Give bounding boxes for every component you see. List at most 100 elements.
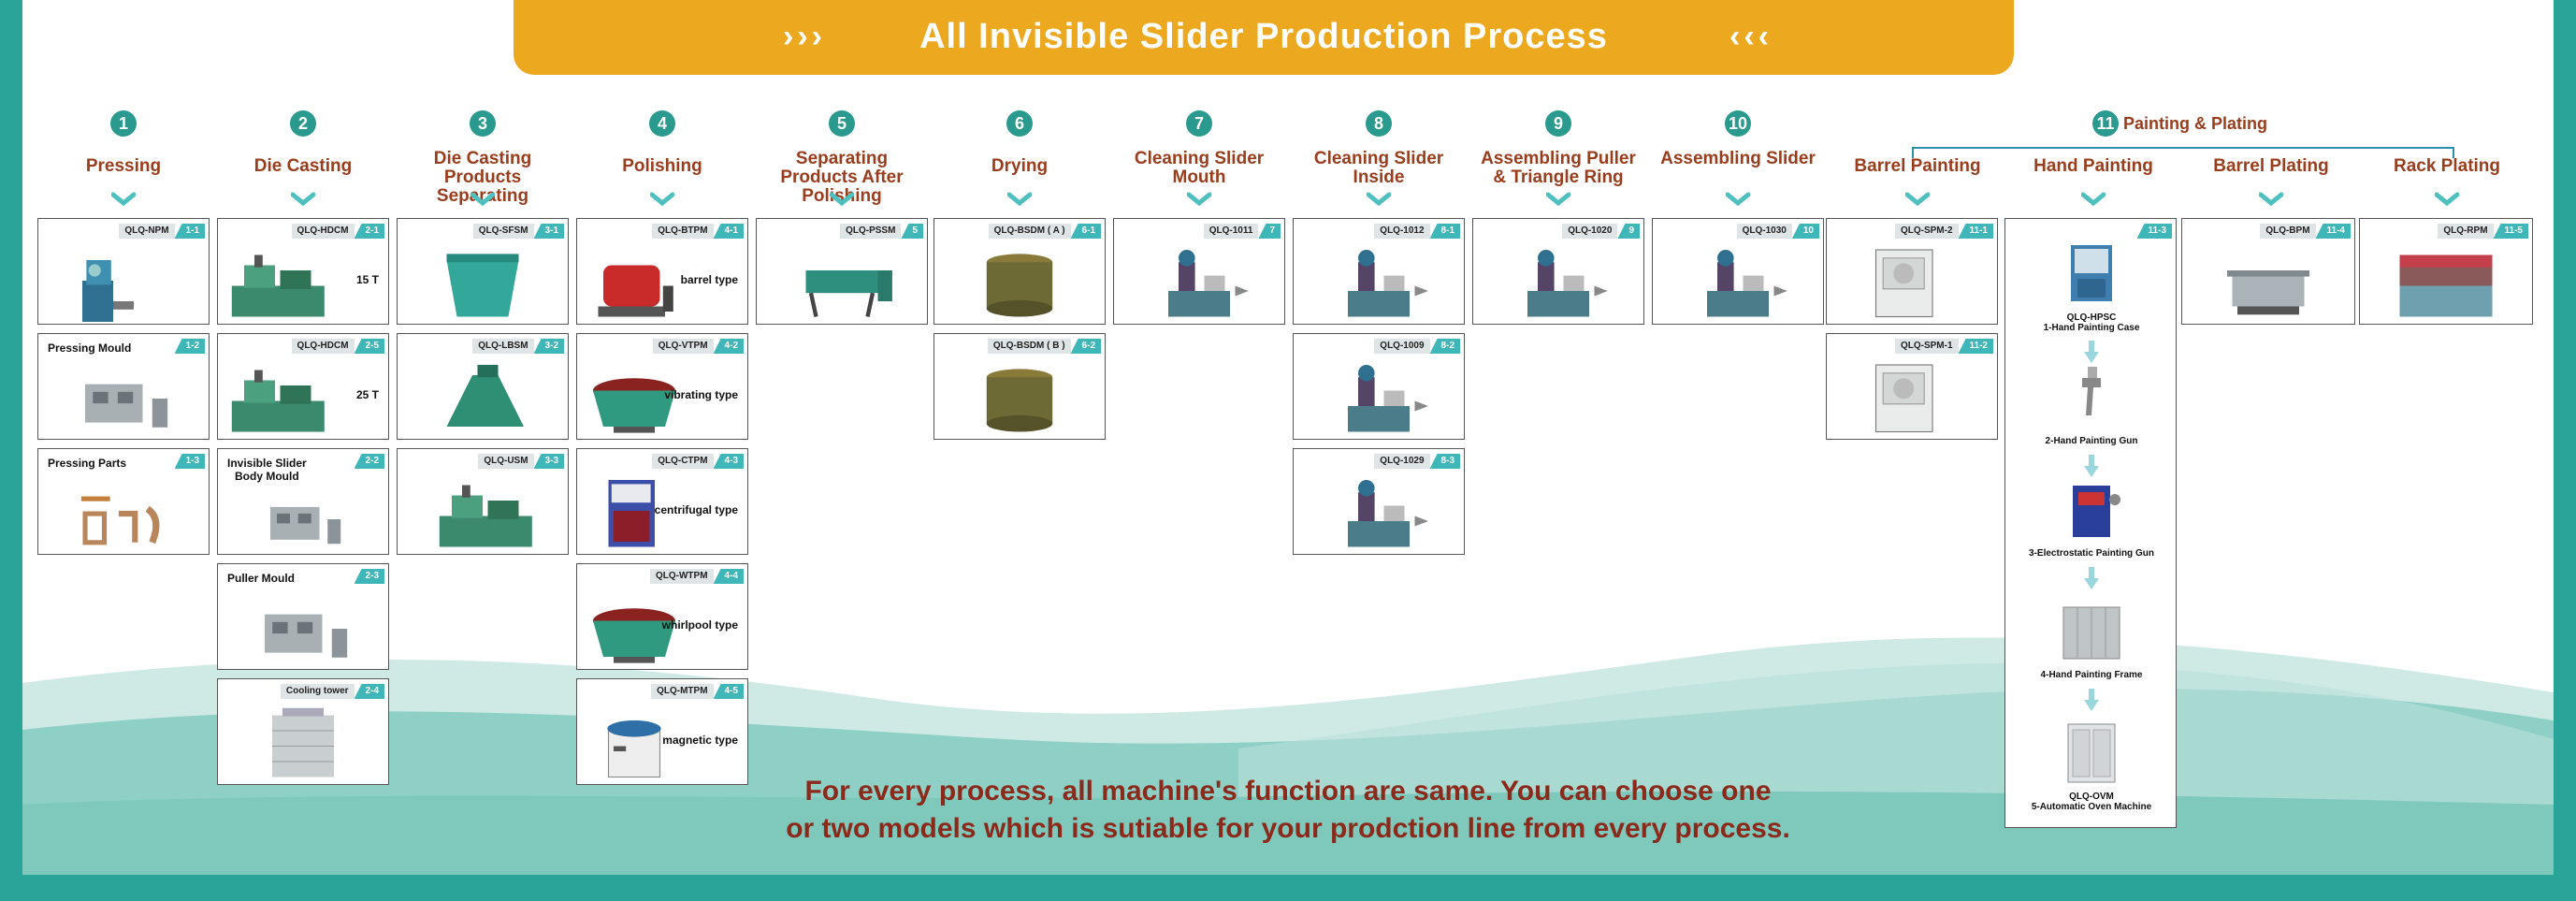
machine-image bbox=[1832, 355, 1991, 437]
model-tag: QLQ-BSDM ( B )6-2 bbox=[987, 339, 1101, 354]
step-number-badge: 9 bbox=[1545, 110, 1571, 137]
step-number-badge: 1 bbox=[110, 110, 137, 137]
model-code: 8-2 bbox=[1429, 339, 1460, 354]
hand-painting-item-label: 4-Hand Painting Frame bbox=[2040, 670, 2143, 680]
model-name: Cooling tower bbox=[280, 684, 355, 699]
step-name: Die Casting bbox=[253, 156, 353, 176]
model-code: 9 bbox=[1617, 224, 1640, 239]
model-code: 11-5 bbox=[2493, 224, 2528, 239]
model-code: 11-3 bbox=[2136, 224, 2172, 239]
model-code: 1-2 bbox=[174, 339, 205, 354]
model-code: 11-4 bbox=[2315, 224, 2351, 239]
model-name: QLQ-SPM-2 bbox=[1894, 224, 1959, 239]
machine-image bbox=[403, 470, 562, 552]
machine-image bbox=[1299, 240, 1458, 322]
chevron-down-icon bbox=[2259, 192, 2283, 207]
machine-card-6-1[interactable]: QLQ-BSDM ( A )6-1 bbox=[933, 218, 1106, 325]
machine-image bbox=[1832, 240, 1991, 322]
chevrons-left-icon: ‹‹‹ bbox=[1729, 19, 1773, 54]
model-name: QLQ-BPM bbox=[2260, 224, 2316, 239]
step-number-badge: 3 bbox=[470, 110, 496, 137]
step-number-badge: 11 bbox=[2092, 110, 2119, 137]
hand-painting-item-label: QLQ-HPSC 1-Hand Painting Case bbox=[2043, 312, 2140, 333]
machine-image bbox=[762, 240, 921, 322]
model-code: 3-1 bbox=[533, 224, 564, 239]
model-code: 4-4 bbox=[713, 569, 744, 584]
model-name: QLQ-HDCM bbox=[291, 224, 355, 239]
model-name: QLQ-RPM bbox=[2438, 224, 2494, 239]
flow-arrow-down-icon bbox=[2084, 455, 2099, 477]
chevron-down-icon bbox=[830, 192, 854, 207]
step-number-badge: 6 bbox=[1006, 110, 1033, 137]
chevron-down-icon bbox=[1007, 192, 1032, 207]
model-code: 4-1 bbox=[713, 224, 744, 239]
model-name: QLQ-WTPM bbox=[650, 569, 714, 584]
model-name: QLQ-1029 bbox=[1374, 454, 1430, 469]
hand-painting-item-image bbox=[2045, 236, 2138, 311]
model-tag: 1-2 bbox=[174, 339, 205, 354]
model-name: QLQ-PSSM bbox=[840, 224, 902, 239]
machine-image bbox=[2188, 240, 2349, 322]
model-code: 10 bbox=[1791, 224, 1819, 239]
model-code: 2-3 bbox=[354, 569, 384, 584]
step-number-badge: 2 bbox=[290, 110, 316, 137]
machine-image bbox=[403, 355, 562, 437]
card-subtitle: 15 T bbox=[355, 273, 379, 286]
step-name: Drying bbox=[991, 156, 1049, 176]
card-title: Invisible Slider Body Mould bbox=[227, 457, 307, 483]
machine-image bbox=[583, 240, 686, 322]
step-name: Painting & Plating bbox=[2123, 114, 2268, 133]
model-tag: 11-3 bbox=[2136, 224, 2172, 239]
sub-step-name: Barrel Painting bbox=[1854, 156, 1981, 176]
model-tag: 2-2 bbox=[354, 454, 384, 469]
machine-card-6-2[interactable]: QLQ-BSDM ( B )6-2 bbox=[933, 333, 1106, 440]
machine-card-2-2[interactable]: 2-2 Invisible Slider Body Mould bbox=[217, 448, 389, 555]
card-subtitle: barrel type bbox=[680, 273, 738, 286]
machine-image bbox=[940, 355, 1099, 437]
model-code: 1-1 bbox=[174, 224, 205, 239]
chevron-down-icon bbox=[111, 192, 136, 207]
model-name: QLQ-1012 bbox=[1374, 224, 1430, 239]
machine-image bbox=[224, 590, 383, 667]
hand-painting-item-image bbox=[2045, 715, 2138, 790]
model-code: 4-2 bbox=[713, 339, 744, 354]
chevron-down-icon bbox=[1187, 192, 1211, 207]
model-name: QLQ-BSDM ( B ) bbox=[987, 339, 1071, 354]
